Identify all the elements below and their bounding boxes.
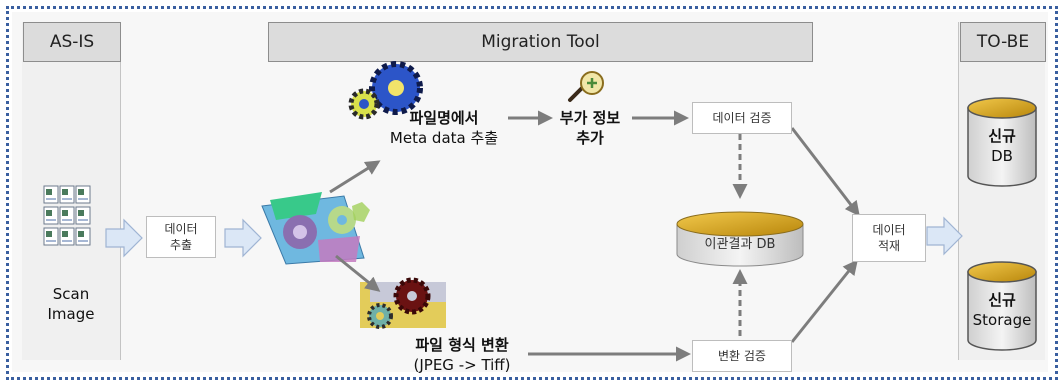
new-storage-label: 신규 Storage (962, 290, 1042, 331)
load-line2: 적재 (877, 239, 901, 253)
gears-icon-top (348, 61, 423, 120)
new-db-line1: 신규 (988, 127, 1016, 145)
block-arrow-3 (926, 216, 963, 256)
format-convert-label: 파일 형식 변환 (JPEG -> Tiff) (376, 335, 548, 376)
migration-tool-header: Migration Tool (268, 22, 813, 62)
scan-image-line2: Image (47, 305, 95, 324)
extract-box: 데이터 추출 (146, 216, 216, 258)
arrow-to-meta (329, 160, 381, 194)
result-db-cylinder (676, 211, 804, 267)
new-storage-cylinder (967, 261, 1037, 351)
scan-images-icon (43, 185, 91, 246)
new-db-cylinder (967, 97, 1037, 187)
load-line1: 데이터 (872, 222, 906, 237)
block-arrow-2 (224, 218, 262, 258)
add-info-line2: 추가 (576, 129, 604, 148)
convert-verify-box: 변환 검증 (692, 340, 792, 372)
scan-image-label: Scan Image (40, 284, 102, 325)
block-arrow-1 (105, 218, 143, 258)
as-is-header: AS-IS (23, 22, 121, 62)
scan-image-line1: Scan (52, 285, 90, 303)
new-db-label: 신규 DB (968, 126, 1036, 167)
dotted-frame (6, 6, 1058, 380)
to-be-header: TO-BE (960, 22, 1046, 62)
meta-line2: Meta data 추출 (389, 129, 499, 148)
load-box: 데이터 적재 (852, 214, 926, 262)
new-storage-line2: Storage (972, 311, 1032, 330)
collage-icon (261, 192, 370, 265)
result-db-label: 이관결과 DB (704, 237, 776, 252)
arrow-convert-verify-to-load (790, 259, 858, 343)
data-verify-box: 데이터 검증 (692, 102, 792, 134)
meta-line1: 파일명에서 (409, 109, 479, 127)
add-info-line1: 부가 정보 (559, 109, 621, 127)
add-info-label: 부가 정보 추가 (548, 108, 632, 149)
arrow-to-convert (335, 254, 381, 292)
extract-line1: 데이터 (164, 221, 198, 236)
new-storage-line1: 신규 (988, 291, 1016, 309)
meta-extract-label: 파일명에서 Meta data 추출 (380, 108, 508, 149)
extract-line2: 추출 (169, 238, 193, 252)
arrow-verify-to-load (790, 127, 860, 217)
convert-line2: (JPEG -> Tiff) (413, 356, 511, 375)
convert-line1: 파일 형식 변환 (415, 336, 509, 354)
magnifier-icon (568, 71, 604, 102)
new-db-line2: DB (991, 147, 1013, 166)
diagram-background (12, 12, 1048, 372)
